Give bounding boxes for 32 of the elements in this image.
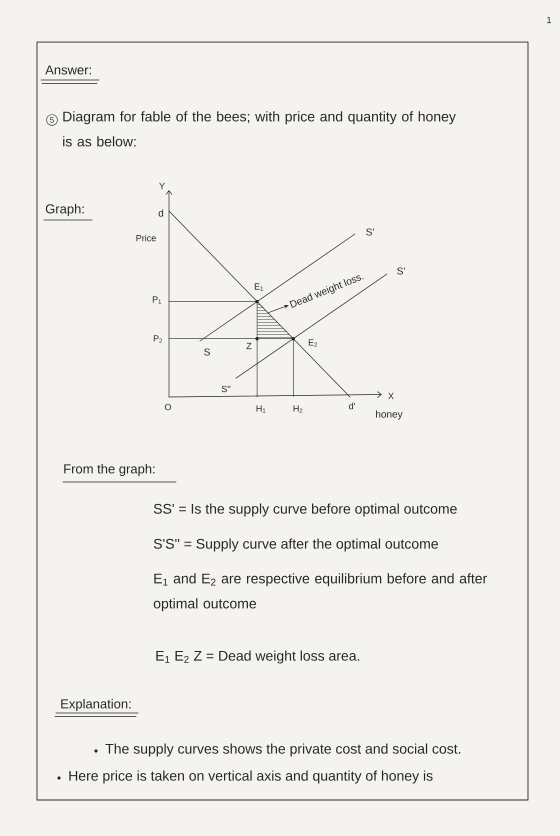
curve-label: d [158,209,164,217]
heading: Answer: [45,65,91,75]
bullet-text: The supply curves shows the private cost and social cost. [106,743,460,757]
quantity-label: H$_{2}$ [294,405,302,413]
quantity-label: H$_{1}$ [256,405,266,413]
definition-text: SS' = Is the supply curve before optimal outcome [154,503,457,517]
curve-label: S [204,348,210,356]
price-label: P$_{1}$ [152,296,162,304]
question-number: 5 [46,114,58,126]
axis-label: Price [136,234,156,242]
callout-text: Dead weight loss. [290,275,364,308]
heading: Graph: [46,204,84,216]
question-text: Diagram for fable of the bees; with price and quantity of honey is as below: [63,111,456,146]
definition-text: E$_{1}$ E$_{2}$ Z = Dead weight loss area. [156,650,360,664]
page-number: 1 [547,16,552,24]
curve-label: S'' [222,386,230,392]
axis-label: honey [376,410,403,420]
heading: Explanation: [61,698,131,712]
axis-label: Y [159,182,165,190]
bullet-text: Here price is taken on vertical axis and quantity of honey is [69,770,433,784]
price-label: P$_{2}$ [154,335,162,343]
heading: From the graph: [64,464,154,476]
origin-label: O [164,404,172,410]
point-label: Z [246,342,252,350]
definition-text: S'S'' = Supply curve after the optimal outcome [154,538,438,552]
axis-label: X [388,392,394,400]
curve-label: S' [397,267,405,275]
curve-label: S' [366,228,374,236]
curve-label: d' [349,402,355,410]
point-label: E$_{1}$ [254,283,264,291]
definition-text: E$_{1}$ and E$_{2}$ are respective equilibrium before and after optimal outcome [154,573,487,612]
point-label: E$_{2}$ [308,339,318,347]
